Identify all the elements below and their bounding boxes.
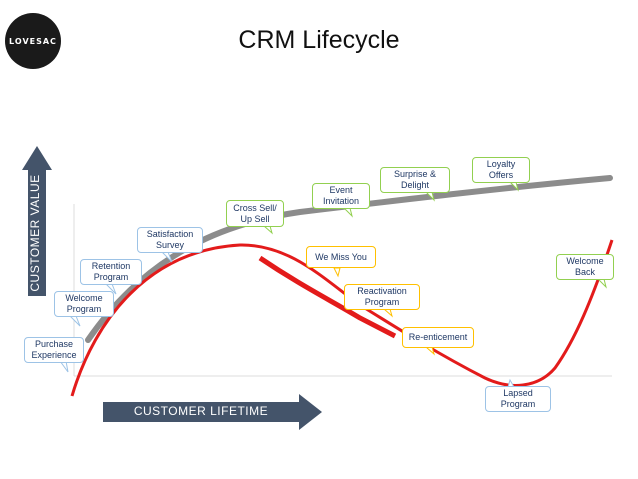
tail-event [342,207,353,218]
callout-surprise-delight: Surprise & Delight [380,167,450,193]
red-curve-emphasis [258,255,397,339]
callout-welcome-back: Welcome Back [556,254,614,280]
tail-reactivation [382,308,393,318]
lovesac-logo: LOVESAC [5,13,61,69]
tail-welcome [68,315,81,327]
tail-welcome-back [596,278,607,289]
tail-re-enticement [424,346,435,356]
y-axis-label: CUSTOMER VALUE [28,174,42,292]
customer-value-arrow [22,146,52,296]
callout-welcome-program: Welcome Program [54,291,114,317]
callout-lapsed-program: Lapsed Program [485,386,551,412]
callout-cross-sell: Cross Sell/ Up Sell [226,200,284,227]
tail-cross-sell [262,225,273,235]
customer-lifetime-arrow [103,394,322,430]
x-axis-label: CUSTOMER LIFETIME [133,404,269,418]
callout-we-miss-you: We Miss You [306,246,376,268]
callout-purchase-experience: Purchase Experience [24,337,84,363]
callout-loyalty-offers: Loyalty Offers [472,157,530,183]
callout-reactivation-program: Reactivation Program [344,284,420,310]
callout-re-enticement: Re-enticement [402,327,474,348]
gray-value-curve [85,175,613,343]
callout-retention-program: Retention Program [80,259,142,285]
callout-satisfaction-survey: Satisfaction Survey [137,227,203,253]
callout-event-invitation: Event Invitation [312,183,370,209]
page-title: CRM Lifecycle [238,26,400,54]
red-lifecycle-curve [70,239,614,397]
tail-we-miss-you [333,267,341,278]
